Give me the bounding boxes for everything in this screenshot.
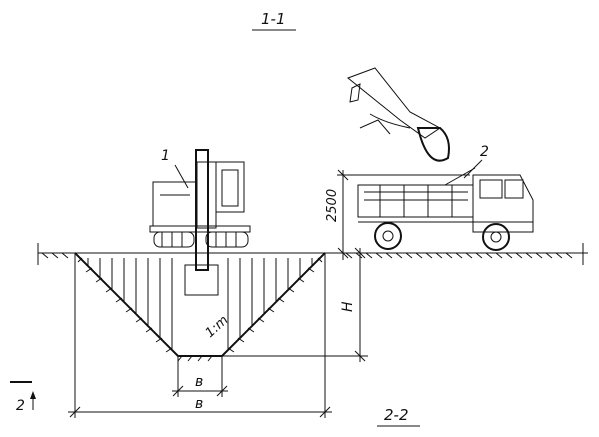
- loader-arm: [347, 67, 450, 162]
- top-width-dimension: [68, 253, 332, 418]
- slope-label: 1:m: [203, 313, 232, 341]
- excavator: [149, 149, 251, 296]
- trench: [74, 252, 326, 362]
- arrow-up-icon: [30, 391, 36, 399]
- section-cut-marker: [10, 381, 36, 410]
- ground-surface: [37, 243, 588, 265]
- section-title: 1-1: [261, 10, 286, 28]
- ground-hatching: [41, 252, 573, 259]
- bottom-width-label: в: [195, 374, 203, 390]
- bottom-section-label: 2-2: [384, 406, 409, 424]
- trench-fill-lines: [87, 258, 313, 350]
- excavator-callout: 1: [161, 148, 170, 164]
- dump-truck: [357, 167, 534, 251]
- depth-dimension: [222, 247, 368, 362]
- bottom-width-dimension: [172, 356, 228, 397]
- top-width-label: в: [195, 396, 203, 412]
- section-cut-label: 2: [16, 398, 25, 414]
- excavator-tracks: [153, 231, 249, 248]
- trench-profile: [74, 252, 326, 357]
- truck-callout: 2: [480, 144, 489, 160]
- truck-height-label: 2500: [325, 189, 340, 222]
- depth-label: H: [340, 301, 356, 312]
- trench-slope-hatching: [77, 257, 323, 362]
